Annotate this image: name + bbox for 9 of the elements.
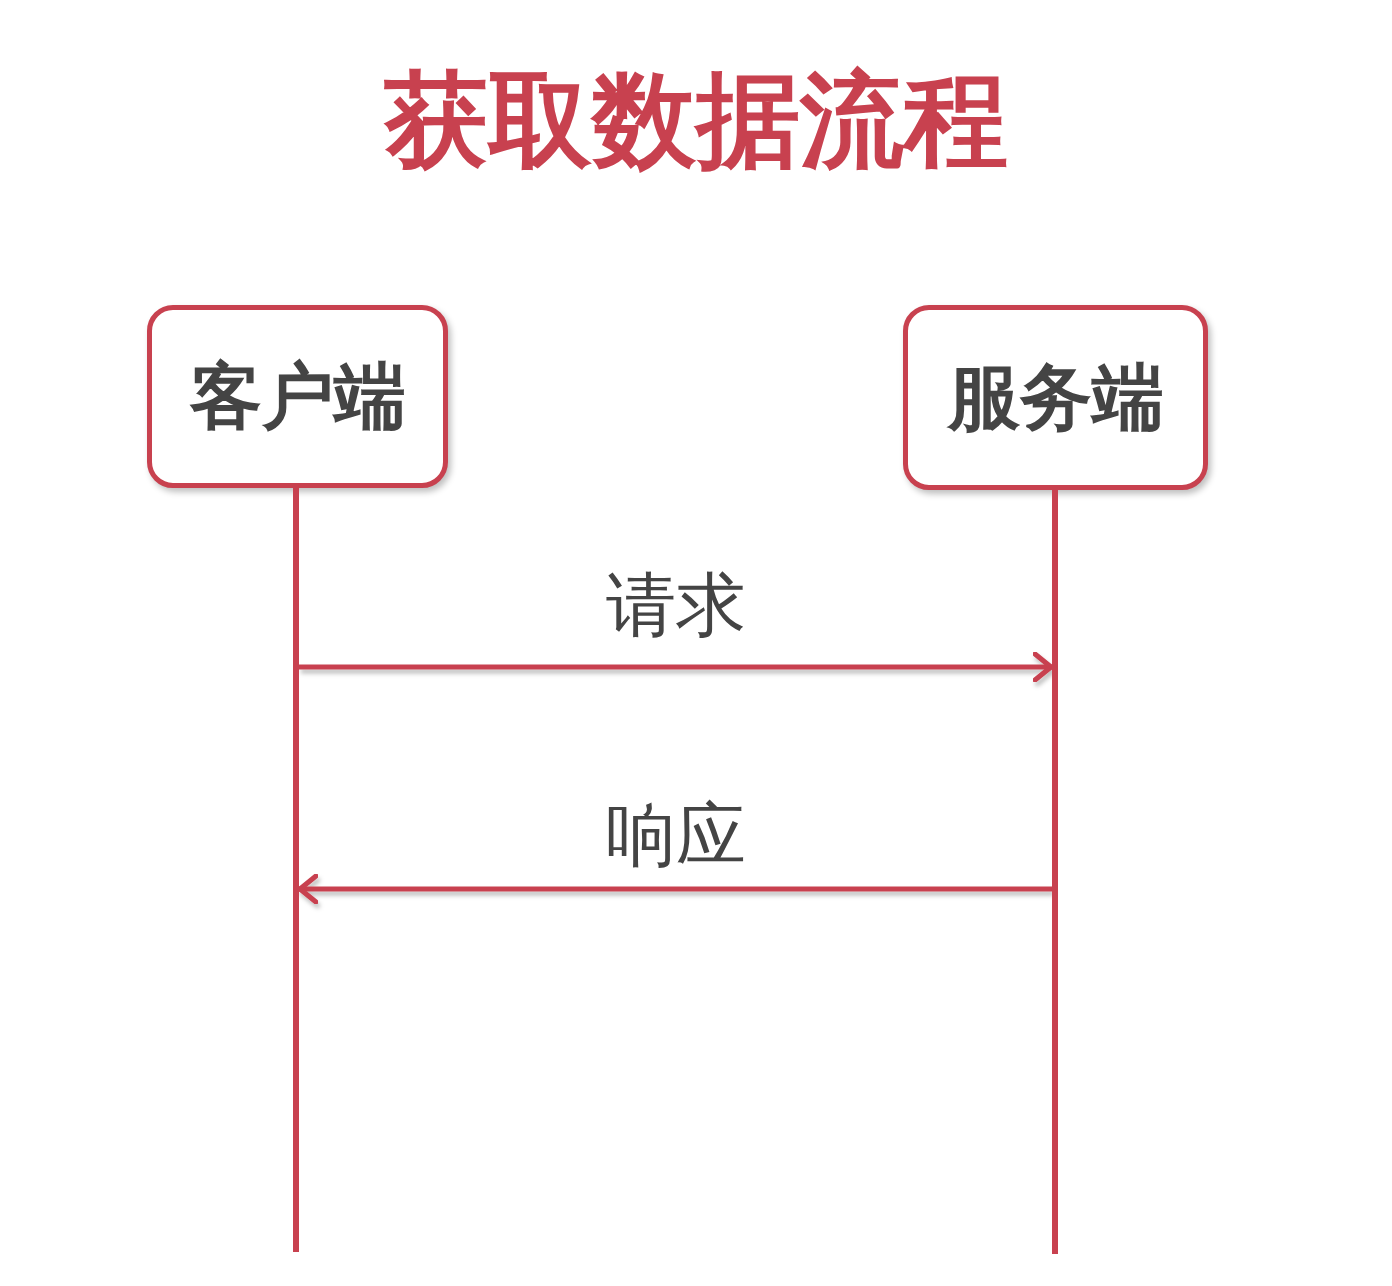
participant-name: 客户端 bbox=[189, 352, 406, 440]
participant-box bbox=[903, 305, 1208, 490]
message-arrow bbox=[297, 873, 1052, 905]
diagram-title: 获取数据流程 bbox=[383, 58, 1009, 183]
message-arrow bbox=[299, 651, 1054, 683]
participant-name: 服务端 bbox=[947, 353, 1164, 441]
lifeline bbox=[1052, 490, 1058, 1254]
lifeline bbox=[293, 488, 299, 1252]
participant-box bbox=[147, 305, 448, 488]
